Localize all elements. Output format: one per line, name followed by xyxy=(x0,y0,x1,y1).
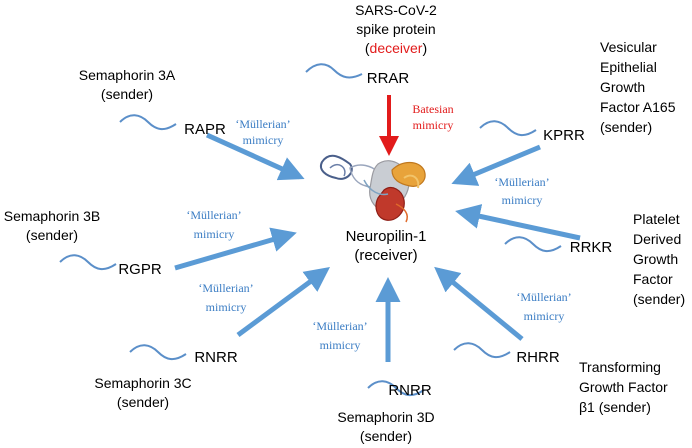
sender-name-line: Factor xyxy=(633,271,673,287)
sender-name-line: Semaphorin 3C xyxy=(94,375,191,391)
mimicry-label: ‘Müllerian’ xyxy=(235,117,290,131)
sender-name-line: (sender) xyxy=(600,119,652,135)
sender-name-line: Derived xyxy=(633,231,681,247)
peptide-waves xyxy=(59,63,562,396)
wave-icon xyxy=(367,380,425,396)
mimicry-label: mimicry xyxy=(194,227,235,241)
sender-sema3b: Semaphorin 3B (sender) RGPR ‘Müllerian’ … xyxy=(4,208,242,278)
sender-motif: RNRR xyxy=(194,349,237,366)
receiver-group: Neuropilin-1 (receiver) xyxy=(346,228,427,264)
wave-icon xyxy=(119,114,177,130)
sender-name-line: Vesicular xyxy=(600,39,657,55)
mimicry-label: ‘Müllerian’ xyxy=(516,290,571,304)
sender-sema3d: Semaphorin 3D (sender) RNRR ‘Müllerian’ … xyxy=(312,319,434,444)
wave-icon xyxy=(453,342,511,358)
receiver-role: (receiver) xyxy=(354,247,417,264)
sender-sema3c: Semaphorin 3C (sender) RNRR ‘Müllerian’ … xyxy=(94,281,253,410)
mimicry-label: ‘Müllerian’ xyxy=(312,319,367,333)
deceiver-title-line2: spike protein xyxy=(356,21,435,37)
mimicry-label: mimicry xyxy=(243,133,284,147)
arrow-tgfb1 xyxy=(434,266,524,341)
batesian-label-line1: Batesian xyxy=(412,102,453,116)
sender-motif: RHRR xyxy=(516,349,559,366)
deceiver-title-line1: SARS-CoV-2 xyxy=(355,2,437,18)
sender-motif: RGPR xyxy=(118,261,162,278)
arrow-sema3a xyxy=(205,132,305,181)
sender-name-line: Growth Factor xyxy=(579,379,668,395)
mimicry-label: mimicry xyxy=(502,193,543,207)
arrow-pdgf xyxy=(455,204,581,241)
arrow-vegfa165 xyxy=(451,144,541,186)
deceiver-role-label: deceiver xyxy=(370,40,423,56)
mimicry-label: ‘Müllerian’ xyxy=(198,281,253,295)
mimicry-label: ‘Müllerian’ xyxy=(186,208,241,222)
neuropilin-structure-icon xyxy=(320,154,426,223)
sender-name-line: (sender) xyxy=(117,394,169,410)
sender-name-line: Growth xyxy=(633,251,678,267)
batesian-label-line2: mimicry xyxy=(413,118,454,132)
sender-name-line: Platelet xyxy=(633,211,680,227)
sender-name-line: Semaphorin 3A xyxy=(79,67,176,83)
wave-icon xyxy=(479,120,537,136)
mimicry-label: mimicry xyxy=(320,338,361,352)
arrows xyxy=(174,95,581,362)
wave-icon xyxy=(504,236,562,252)
sender-name-line: (sender) xyxy=(633,291,685,307)
receiver-name: Neuropilin-1 xyxy=(346,228,427,245)
sender-name-line: β1 (sender) xyxy=(579,399,651,415)
wave-icon xyxy=(59,254,117,270)
sender-name-line: (sender) xyxy=(101,86,153,102)
sender-tgfb1: Transforming Growth Factor β1 (sender) R… xyxy=(516,290,668,415)
sender-name-line: Factor A165 xyxy=(600,99,676,115)
deceiver-group: SARS-CoV-2 spike protein (deceiver) RRAR… xyxy=(355,2,454,132)
sender-name-line: Semaphorin 3B xyxy=(4,208,101,224)
sender-vegfa165: Vesicular Epithelial Growth Factor A165 … xyxy=(494,39,675,207)
arrow-sema3c xyxy=(236,267,331,338)
sender-name-line: Semaphorin 3D xyxy=(337,409,434,425)
deceiver-motif: RRAR xyxy=(367,70,410,87)
mimicry-label: mimicry xyxy=(524,309,565,323)
sender-motif: KPRR xyxy=(543,127,585,144)
sender-name-line: (sender) xyxy=(26,227,78,243)
wave-icon xyxy=(129,344,187,360)
sender-name-line: Epithelial xyxy=(600,59,657,75)
sender-sema3a: Semaphorin 3A (sender) RAPR ‘Müllerian’ … xyxy=(79,67,291,147)
sender-name-line: (sender) xyxy=(360,428,412,444)
sender-pdgf: Platelet Derived Growth Factor (sender) … xyxy=(570,211,685,307)
sender-name-line: Transforming xyxy=(579,359,661,375)
mimicry-label: ‘Müllerian’ xyxy=(494,175,549,189)
sender-name-line: Growth xyxy=(600,79,645,95)
sender-motif: RNRR xyxy=(388,382,431,399)
arrow-sema3b xyxy=(174,227,297,271)
wave-icon xyxy=(305,63,363,79)
mimicry-label: mimicry xyxy=(206,300,247,314)
deceiver-role: (deceiver) xyxy=(365,40,427,56)
sender-motif: RAPR xyxy=(184,121,226,138)
sender-motif: RRKR xyxy=(570,239,613,256)
